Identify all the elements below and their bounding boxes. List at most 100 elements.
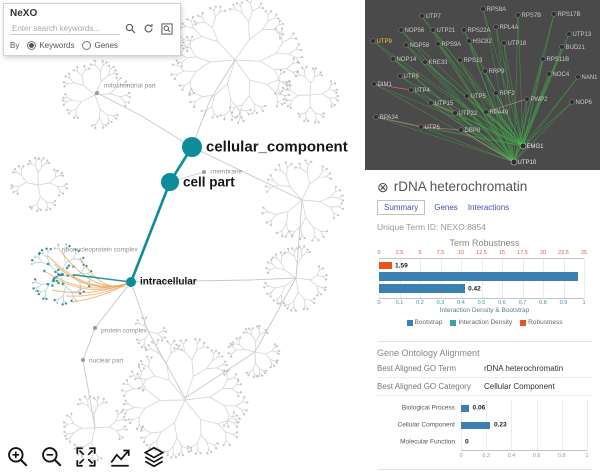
network-node[interactable] <box>466 38 472 44</box>
zoom-to-result-icon[interactable] <box>159 21 174 36</box>
tab-interactions[interactable]: Interactions <box>467 203 510 212</box>
network-node[interactable] <box>422 59 428 65</box>
search-input[interactable] <box>10 22 120 35</box>
gene-label[interactable]: NOP56 <box>405 28 425 34</box>
network-node[interactable] <box>403 42 409 48</box>
close-icon[interactable]: ⊗ <box>377 178 389 195</box>
ontology-node-label[interactable]: intracellular <box>140 276 197 288</box>
gene-label[interactable]: RPS17B <box>558 12 581 18</box>
network-node[interactable] <box>428 100 434 106</box>
network-node[interactable] <box>566 31 572 37</box>
gene-label[interactable]: UTP18 <box>508 41 527 47</box>
gene-label[interactable]: UTP22 <box>459 111 478 117</box>
network-node[interactable] <box>551 11 557 17</box>
network-node[interactable] <box>480 6 486 12</box>
network-node[interactable] <box>493 90 499 96</box>
ontology-node[interactable] <box>161 173 179 191</box>
gene-label[interactable]: RPS8A <box>487 7 507 13</box>
network-node[interactable] <box>408 87 414 93</box>
ontology-node-label[interactable]: cell part <box>183 174 235 190</box>
network-node[interactable] <box>524 96 530 102</box>
reset-icon[interactable] <box>141 21 156 36</box>
network-node[interactable] <box>483 109 489 115</box>
network-node[interactable] <box>390 56 396 62</box>
gene-label[interactable]: RPA49 <box>490 110 509 116</box>
network-node[interactable] <box>458 127 464 133</box>
gene-label[interactable]: UTP9 <box>377 39 393 45</box>
network-node[interactable] <box>515 12 521 18</box>
gene-label[interactable]: UTP4 <box>415 88 431 94</box>
network-node[interactable] <box>575 74 581 80</box>
ontology-node-label[interactable]: ribonucleoprotein complex <box>62 246 138 254</box>
network-node[interactable] <box>435 41 441 47</box>
ontology-node-label[interactable]: nuclear part <box>89 357 124 365</box>
network-node[interactable] <box>510 158 518 166</box>
gene-label[interactable]: HSC82 <box>473 39 493 45</box>
network-node[interactable] <box>373 114 379 120</box>
network-node[interactable] <box>397 73 403 79</box>
network-node[interactable] <box>493 24 499 30</box>
ontology-node-label[interactable]: cellular_component <box>206 138 348 156</box>
gene-label[interactable]: NOP58 <box>410 43 430 49</box>
gene-label[interactable]: NOC4 <box>553 72 570 78</box>
ontology-node[interactable] <box>126 277 136 287</box>
gene-label[interactable]: UTP7 <box>426 14 442 20</box>
network-node[interactable] <box>559 44 565 50</box>
zoom-out-button[interactable] <box>40 445 64 469</box>
gene-label[interactable]: NAN1 <box>582 75 599 81</box>
zoom-in-button[interactable] <box>6 445 30 469</box>
gene-label[interactable]: UTP13 <box>573 32 592 38</box>
gene-label[interactable]: RPL4A <box>500 25 519 31</box>
gene-label[interactable]: KRE33 <box>429 60 449 66</box>
ontology-node-label[interactable]: mitochondrial part <box>104 82 156 90</box>
tab-genes[interactable]: Genes <box>434 203 458 212</box>
layers-button[interactable] <box>142 445 166 469</box>
radio-keywords[interactable] <box>27 41 37 50</box>
gene-label[interactable]: RPF2 <box>500 91 516 97</box>
network-node[interactable] <box>546 71 552 77</box>
network-node[interactable] <box>540 56 546 62</box>
network-node[interactable] <box>370 38 376 44</box>
network-node[interactable] <box>419 13 425 19</box>
gene-label[interactable]: DIM1 <box>378 82 393 88</box>
fit-screen-button[interactable] <box>74 445 98 469</box>
network-node[interactable] <box>418 124 424 130</box>
gene-label[interactable]: UTP8 <box>404 74 420 80</box>
network-node[interactable] <box>464 93 470 99</box>
network-panel[interactable]: UTP7 RPS8A RPS7B RPS17B NOP56 UTP21 RPS22A RPL4… <box>365 0 600 170</box>
network-node[interactable] <box>371 81 377 87</box>
gene-label[interactable]: NOP6 <box>576 100 593 106</box>
ontology-node[interactable] <box>182 137 202 157</box>
ontology-node-label[interactable]: membrane <box>211 168 243 176</box>
ontology-node-label[interactable]: protein complex <box>101 327 147 335</box>
gene-label[interactable]: UTP21 <box>437 28 456 34</box>
gene-label[interactable]: PWP2 <box>531 97 549 103</box>
gene-label[interactable]: NOP14 <box>397 57 417 63</box>
gene-label[interactable]: RRP9 <box>489 69 506 75</box>
gene-label[interactable]: BUD21 <box>566 45 586 51</box>
radio-genes[interactable] <box>82 41 92 50</box>
gene-label[interactable]: DBP8 <box>465 128 481 134</box>
search-icon[interactable] <box>123 21 138 36</box>
network-node[interactable] <box>569 99 575 105</box>
network-node[interactable] <box>461 27 467 33</box>
network-node[interactable] <box>501 40 507 46</box>
network-node[interactable] <box>457 57 463 63</box>
gene-label[interactable]: UTP5 <box>471 94 487 100</box>
network-node[interactable] <box>430 27 436 33</box>
gene-label[interactable]: RPS22A <box>468 28 491 34</box>
gene-label[interactable]: UTP15 <box>435 101 454 107</box>
network-node[interactable] <box>452 110 458 116</box>
gene-label[interactable]: RPS11B <box>547 57 570 63</box>
gene-label[interactable]: RPS13 <box>464 58 484 64</box>
gene-label[interactable]: UTP6 <box>425 125 441 131</box>
gene-label[interactable]: RPS7B <box>522 13 542 19</box>
network-node[interactable] <box>519 142 527 150</box>
network-node[interactable] <box>482 68 488 74</box>
gene-label[interactable]: RPS9A <box>442 42 462 48</box>
network-node[interactable] <box>398 27 404 33</box>
tab-summary[interactable]: Summary <box>377 200 426 215</box>
layout-button[interactable] <box>108 445 132 469</box>
gene-label[interactable]: EMG1 <box>527 144 545 150</box>
